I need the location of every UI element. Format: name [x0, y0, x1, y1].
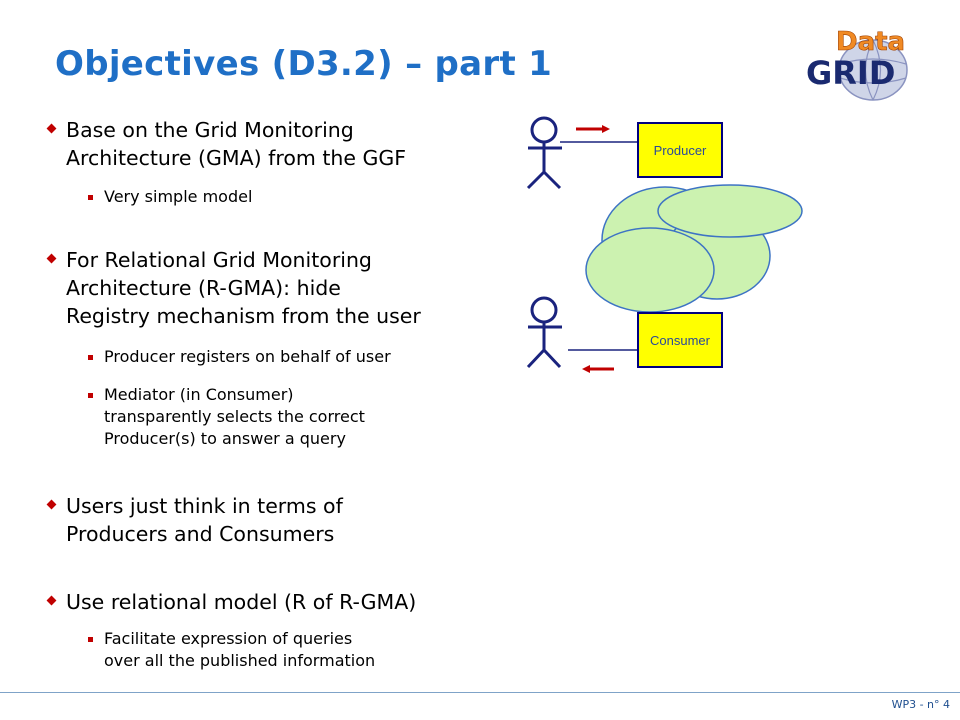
- slide-title: Objectives (D3.2) – part 1: [55, 44, 553, 84]
- producer-box: Producer: [637, 122, 723, 178]
- square-bullet-icon: [88, 393, 93, 398]
- bullet-item: Use relational model (R of R-GMA): [46, 588, 416, 616]
- sub-bullet-item: Facilitate expression of queries over al…: [88, 628, 375, 672]
- slide-footer: WP3 - n° 4: [891, 698, 950, 711]
- registry-cloud: [585, 184, 803, 313]
- producer-user-icon: [526, 116, 562, 190]
- sub-bullet-item: Very simple model: [88, 186, 252, 208]
- consumer-user-icon: [526, 296, 562, 369]
- square-bullet-icon: [88, 355, 93, 360]
- consumer-box: Consumer: [637, 312, 723, 368]
- svg-text:GRID: GRID: [806, 54, 895, 92]
- sub-bullet-item: Mediator (in Consumer) transparently sel…: [88, 384, 365, 450]
- square-bullet-icon: [88, 637, 93, 642]
- bullet-item: For Relational Grid Monitoring Architect…: [46, 246, 421, 330]
- datagrid-logo: Data GRID: [800, 24, 940, 108]
- footer-divider: [0, 692, 960, 693]
- square-bullet-icon: [88, 195, 93, 200]
- producer-arrow-icon: [576, 125, 610, 133]
- bullet-item: Base on the Grid Monitoring Architecture…: [46, 116, 406, 172]
- consumer-arrow-icon: [582, 365, 614, 373]
- globe-logo-icon: Data GRID: [806, 27, 908, 101]
- bullet-item: Users just think in terms of Producers a…: [46, 492, 343, 548]
- svg-text:Data: Data: [836, 27, 905, 57]
- sub-bullet-item: Producer registers on behalf of user: [88, 346, 391, 368]
